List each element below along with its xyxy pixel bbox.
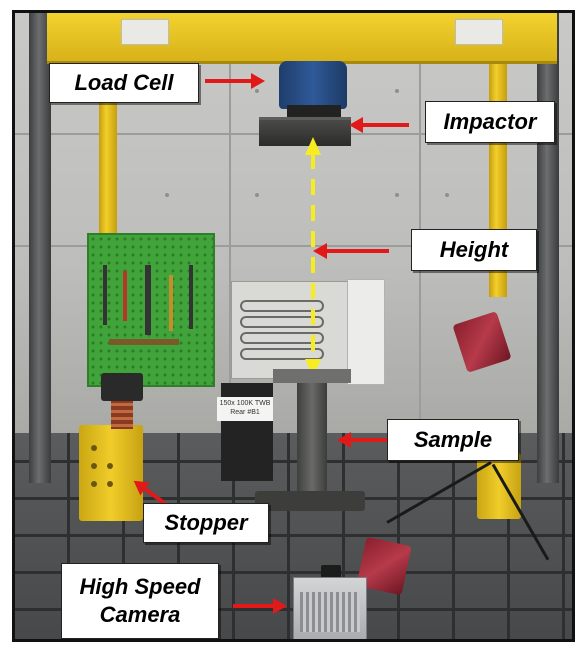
photo-frame: 150x 100K TWB Rear #B1 Load Cell Impacto… — [12, 10, 575, 642]
yellow-crossbeam — [47, 13, 557, 64]
callout-camera-text: Camera — [99, 602, 181, 627]
callout-high-speed-text: High Speed — [79, 574, 201, 599]
height-dashed-line — [311, 153, 315, 365]
white-cabinet — [347, 279, 385, 385]
height-arrow-icon — [313, 243, 389, 259]
sample-base-fixture — [255, 491, 365, 511]
load-cell-mount — [287, 105, 341, 117]
callout-stopper-text: Stopper — [164, 510, 248, 535]
sample-column — [297, 383, 327, 497]
callout-load-cell: Load Cell — [49, 63, 199, 103]
callout-load-cell-text: Load Cell — [74, 70, 174, 95]
callout-height-text: Height — [439, 237, 509, 262]
sample-top-plate — [273, 369, 351, 383]
sample-tag-line2: Rear #B1 — [230, 409, 260, 416]
height-arrow-up-icon — [305, 137, 321, 155]
stopper-cap — [101, 373, 143, 401]
sample-arrow-icon — [337, 432, 391, 448]
stopper-spring — [111, 399, 133, 429]
right-stopper — [477, 453, 521, 519]
callout-height: Height — [411, 229, 537, 271]
load-cell-arrow-icon — [205, 73, 265, 89]
left-gray-post — [29, 13, 51, 483]
callout-high-speed-camera: High Speed Camera — [61, 563, 219, 639]
sample-tag: 150x 100K TWB Rear #B1 — [217, 397, 273, 421]
callout-sample: Sample — [387, 419, 519, 461]
high-speed-camera — [293, 577, 367, 639]
left-stopper — [79, 425, 143, 521]
callout-sample-text: Sample — [413, 427, 493, 452]
callout-impactor-text: Impactor — [443, 109, 537, 134]
impactor-arrow-icon — [349, 117, 409, 133]
callout-stopper: Stopper — [143, 503, 269, 543]
green-tool-board — [87, 233, 215, 387]
callout-impactor: Impactor — [425, 101, 555, 143]
right-gray-post — [537, 13, 559, 483]
sample-tag-line1: 150x 100K TWB — [219, 400, 271, 407]
camera-arrow-icon — [233, 598, 287, 614]
load-cell — [279, 61, 347, 109]
